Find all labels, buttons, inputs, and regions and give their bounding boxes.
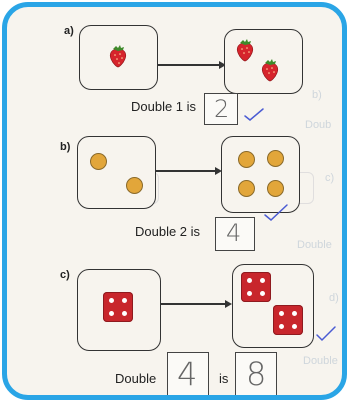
ghost-label-c: c) [325, 172, 335, 184]
section-c-right-box [232, 264, 314, 348]
arrow-c [160, 303, 228, 305]
arrow-a [157, 64, 222, 66]
section-c-answer-box: 8 [235, 352, 277, 395]
ghost-text-1: Doub [305, 119, 332, 131]
ghost-label-b: b) [312, 89, 322, 101]
check-mark-icon [264, 204, 288, 222]
strawberry-icon [109, 45, 127, 68]
arrow-b [155, 170, 218, 172]
section-b-left-box [77, 136, 156, 209]
section-b-label: b) [60, 141, 71, 153]
counter-dot [126, 177, 143, 194]
counter-dot [238, 151, 255, 168]
section-c-number: 4 [177, 355, 198, 393]
strawberry-icon [236, 39, 254, 62]
section-b-prompt: Double 2 is [135, 224, 201, 239]
arrow-b-head [215, 167, 222, 175]
section-c-prompt-middle: is [219, 371, 229, 386]
die-four-icon [273, 305, 303, 335]
die-four-icon [241, 272, 271, 302]
arrow-c-head [225, 300, 232, 308]
die-four-icon [103, 292, 133, 322]
worksheet-photo: b) Doub c) Double d) Double a) Double 1 … [2, 2, 347, 400]
check-mark-icon [244, 108, 264, 121]
counter-dot [238, 180, 255, 197]
section-c-label: c) [60, 269, 70, 281]
section-c-prompt-start: Double [115, 371, 157, 386]
section-a-answer: 2 [214, 95, 230, 123]
section-b-right-box [221, 136, 300, 213]
section-c-left-box [77, 269, 161, 351]
ghost-label-d: d) [329, 292, 339, 304]
arrow-a-head [219, 61, 226, 69]
ghost-text-3: Double [303, 355, 338, 367]
section-b-answer-box: 4 [215, 217, 255, 251]
section-c-number-box: 4 [167, 352, 209, 395]
counter-dot [267, 150, 284, 167]
check-mark-icon [316, 326, 336, 342]
ghost-text-2: Double [297, 239, 332, 251]
section-c-answer: 8 [246, 355, 267, 393]
strawberry-icon [261, 59, 279, 82]
section-a-label: a) [64, 25, 74, 37]
section-a-prompt: Double 1 is [131, 99, 197, 114]
section-a-right-box [224, 29, 303, 94]
counter-dot [267, 180, 284, 197]
section-a-answer-box: 2 [204, 93, 238, 125]
section-a-left-box [79, 25, 158, 90]
section-b-answer: 4 [226, 219, 242, 247]
counter-dot [90, 153, 107, 170]
